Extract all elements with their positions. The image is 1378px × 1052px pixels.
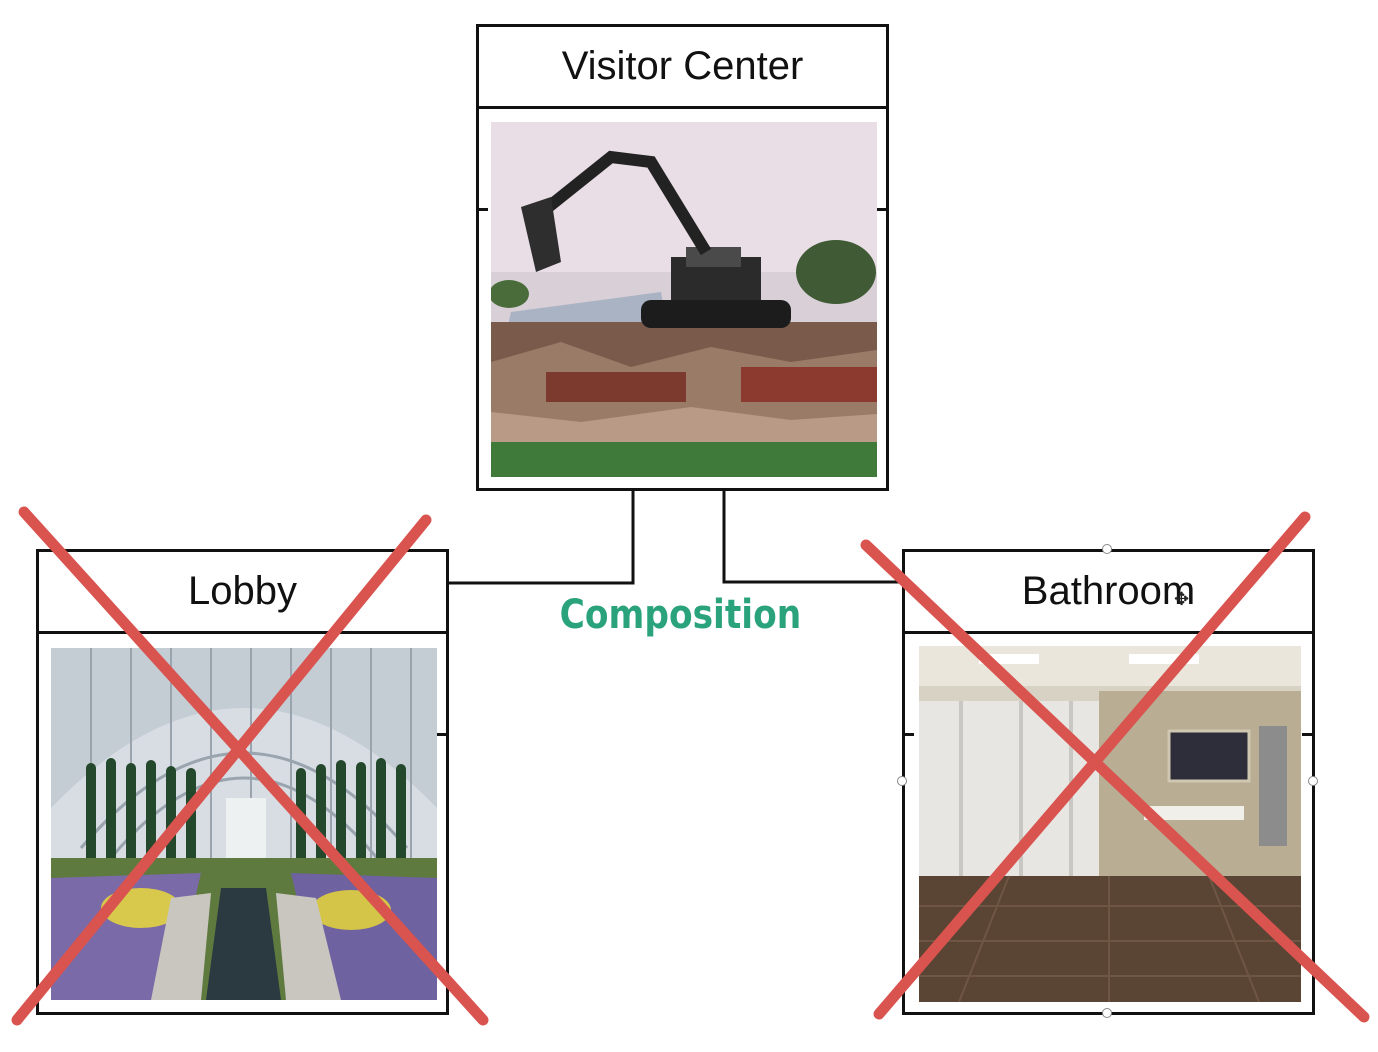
bathroom-right-tick: [1302, 733, 1312, 736]
connector-lobby: [447, 490, 635, 585]
bathroom-title: Bathroom: [905, 552, 1312, 634]
bathroom-box[interactable]: Bathroom: [902, 549, 1315, 1015]
greenhouse-conservatory-photo: [51, 648, 437, 1000]
selection-handle-right[interactable]: [1308, 776, 1318, 786]
lobby-title: Lobby: [39, 552, 446, 634]
connector-bathroom: [722, 490, 903, 584]
visitor-center-left-tick: [478, 208, 488, 211]
visitor-center-title: Visitor Center: [479, 27, 886, 109]
lobby-box[interactable]: Lobby: [36, 549, 449, 1015]
move-cursor-icon: ✥: [1174, 589, 1190, 610]
selection-handle-bottom[interactable]: [1102, 1008, 1112, 1018]
excavator-demolition-photo: [491, 122, 877, 477]
restroom-interior-photo: [919, 646, 1301, 1002]
visitor-center-right-tick: [877, 208, 887, 211]
bathroom-left-tick: [904, 733, 914, 736]
lobby-right-tick: [437, 733, 447, 736]
selection-handle-top[interactable]: [1102, 544, 1112, 554]
visitor-center-box[interactable]: Visitor Center: [476, 24, 889, 491]
selection-handle-left[interactable]: [897, 776, 907, 786]
composition-label: Composition: [559, 592, 802, 638]
